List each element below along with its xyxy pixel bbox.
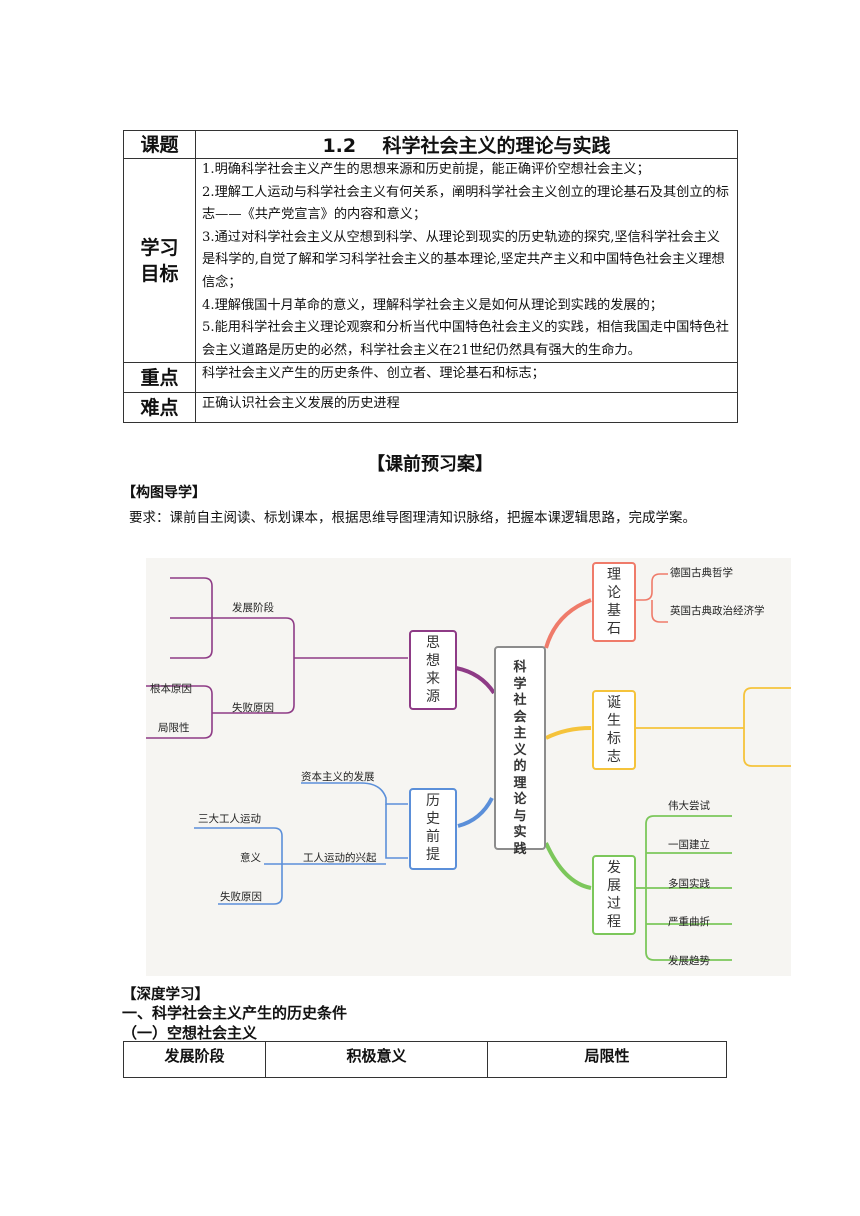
goals-label: 学习 目标 (123, 157, 196, 364)
label-capitalism: 资本主义的发展 (301, 771, 375, 783)
label-stage: 发展阶段 (232, 602, 274, 614)
goal-item: 1.明确科学社会主义产生的思想来源和历史前提，能正确评价空想社会主义； (202, 162, 650, 177)
utopian-socialism-table: 发展阶段 积极意义 局限性 (123, 1041, 727, 1078)
key-label: 重点 (123, 362, 196, 394)
preview-heading: 【课前预习案】 (367, 454, 493, 475)
historical-premise-label: 历史前提 (426, 793, 440, 863)
lesson-title: 1.2 科学社会主义的理论与实践 (195, 130, 738, 159)
goal-item: 3.通过对科学社会主义从空想到科学、从理论到现实的历史轨迹的探究,坚信科学社会主… (202, 229, 725, 290)
label-british-economics: 英国古典政治经济学 (670, 605, 765, 617)
goal-item: 4.理解俄国十月革命的意义，理解科学社会主义是如何从理论到实践的发展的； (202, 297, 663, 313)
header-limitation: 局限性 (487, 1041, 727, 1078)
lesson-info-table: 课题 1.2 科学社会主义的理论与实践 学习 目标 1.明确科学社会主义产生的思… (123, 130, 738, 424)
header-stage: 发展阶段 (123, 1041, 266, 1078)
subsection-one-heading: （一）空想社会主义 (122, 1024, 258, 1042)
label-great-attempt: 伟大尝试 (668, 800, 710, 812)
label-worker-rise: 工人运动的兴起 (303, 852, 377, 864)
goal-item: 5.能用科学社会主义理论观察和分析当代中国特色社会主义的实践，相信我国走中国特色… (202, 320, 729, 358)
label-fail-reason: 失败原因 (232, 702, 274, 714)
label-german-philosophy: 德国古典哲学 (670, 567, 733, 579)
label-trend: 发展趋势 (668, 955, 710, 967)
birth-mark-node: 诞生标志 (592, 690, 636, 770)
development-process-node: 发展过程 (592, 855, 636, 935)
thought-source-label: 思想来源 (426, 635, 440, 705)
theory-foundation-node: 理论基石 (592, 562, 636, 642)
mind-map-connectors (146, 573, 791, 961)
theory-foundation-label: 理论基石 (607, 567, 621, 637)
label-multi-country: 多国实践 (668, 878, 710, 890)
development-process-label: 发展过程 (607, 860, 621, 930)
goals-label-line-1: 学习 (140, 236, 179, 259)
label-meaning: 意义 (240, 852, 261, 864)
label-three-movements: 三大工人运动 (198, 813, 261, 825)
center-node: 科学社会主义的理论与实践 (494, 646, 546, 857)
center-node-label: 科学社会主义的理论与实践 (513, 660, 527, 857)
mind-map: 科学社会主义的理论与实践 思想来源 历史前提 理论基石 诞生标志 发展过程 发展… (146, 558, 791, 976)
section-one-heading: 一、科学社会主义产生的历史条件 (122, 1004, 348, 1022)
header-significance: 积极意义 (265, 1041, 488, 1078)
goals-label-line-2: 目标 (140, 262, 179, 285)
key-text: 科学社会主义产生的历史条件、创立者、理论基石和标志； (195, 362, 738, 394)
thought-source-node: 思想来源 (409, 630, 457, 710)
label-fail-reason-2: 失败原因 (220, 891, 262, 903)
difficult-label: 难点 (123, 392, 196, 424)
label-limitation: 局限性 (158, 722, 190, 734)
difficult-text: 正确认识社会主义发展的历史进程 (195, 392, 738, 424)
label-setback: 严重曲折 (668, 916, 710, 928)
guide-text: 要求：课前自主阅读、标划课本，根据思维导图理清知识脉络，把握本课逻辑思路，完成学… (129, 510, 696, 526)
title-label: 课题 (123, 130, 196, 159)
label-root-cause: 根本原因 (150, 683, 192, 695)
deep-heading: 【深度学习】 (122, 987, 209, 1003)
birth-mark-label: 诞生标志 (607, 695, 621, 765)
label-one-country: 一国建立 (668, 839, 710, 851)
goal-item: 2.理解工人运动与科学社会主义有何关系，阐明科学社会主义创立的理论基石及其创立的… (202, 184, 729, 223)
historical-premise-node: 历史前提 (409, 788, 457, 870)
guide-heading: 【构图导学】 (122, 485, 206, 501)
goals-text: 1.明确科学社会主义产生的思想来源和历史前提，能正确评价空想社会主义； 2.理解… (195, 157, 738, 364)
